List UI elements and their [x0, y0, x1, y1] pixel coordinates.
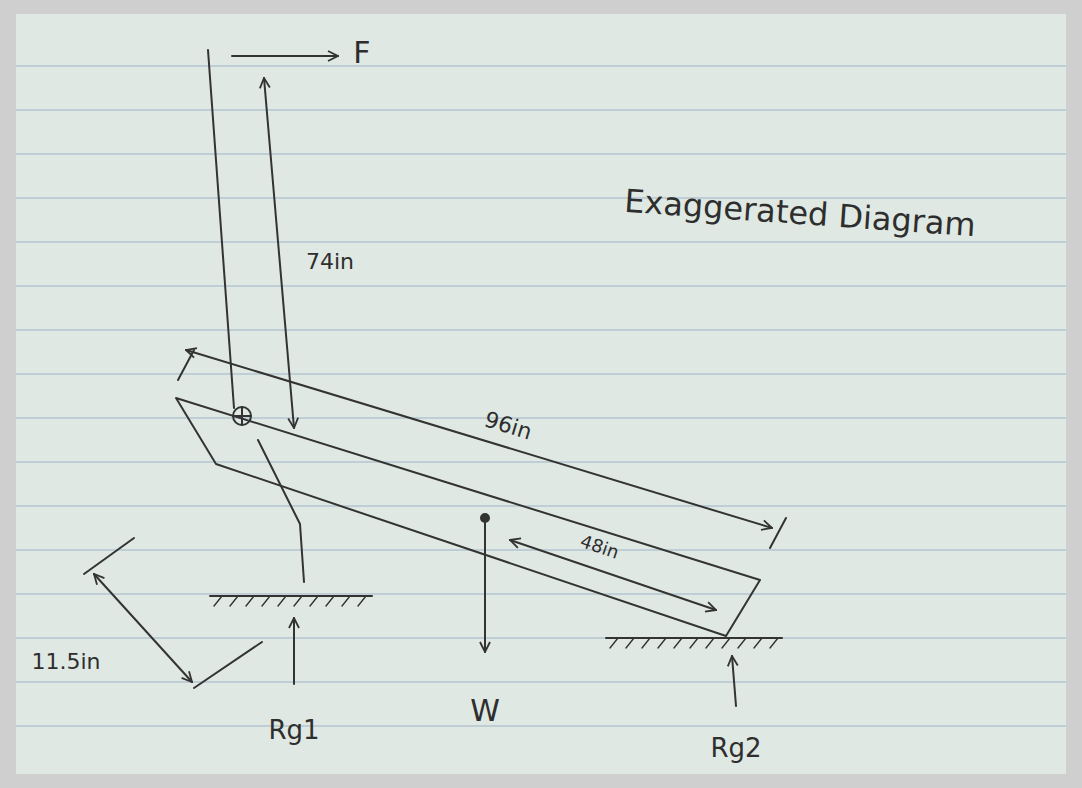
dimension-label: 96in	[481, 407, 534, 444]
hatch-stroke	[642, 638, 650, 648]
ruled-line	[16, 593, 1066, 594]
ground-line	[606, 637, 782, 639]
force-arrow	[232, 55, 338, 57]
ground-hatch	[610, 638, 778, 648]
ruled-line	[16, 461, 1066, 462]
ground-line	[210, 595, 372, 597]
ruled-lines	[16, 66, 1066, 726]
hatch-stroke	[294, 596, 302, 606]
pencil-drawing	[84, 50, 786, 706]
ruled-line	[16, 109, 1066, 110]
hatch-stroke	[214, 596, 222, 606]
ruled-line	[16, 197, 1066, 198]
hatch-stroke	[706, 638, 714, 648]
dimension-line	[186, 350, 772, 528]
reaction-arrow	[293, 618, 295, 684]
hatch-stroke	[262, 596, 270, 606]
hatch-stroke	[246, 596, 254, 606]
hatch-stroke	[310, 596, 318, 606]
hatch-stroke	[342, 596, 350, 606]
beam-outline	[176, 398, 760, 636]
hatch-stroke	[326, 596, 334, 606]
ruled-line	[16, 505, 1066, 506]
reaction-arrow	[732, 656, 736, 706]
extension-line	[194, 642, 262, 688]
hatch-stroke	[770, 638, 778, 648]
extension-line	[84, 538, 134, 574]
ruled-line	[16, 373, 1066, 374]
hatch-stroke	[658, 638, 666, 648]
reaction-label: Rg2	[710, 734, 761, 763]
force-label: F	[353, 36, 370, 69]
ruled-line	[16, 725, 1066, 726]
ruled-line	[16, 153, 1066, 154]
ground-hatch	[214, 596, 366, 606]
pivot-cross	[241, 407, 243, 425]
dimension-line	[94, 574, 192, 682]
diagram-note: Exaggerated Diagram	[623, 184, 977, 244]
dimension-label: 48in	[578, 531, 622, 563]
gravity-dot	[481, 514, 489, 522]
notebook-paper	[16, 14, 1066, 774]
ruled-line	[16, 637, 1066, 638]
dimension-label: 74in	[306, 250, 354, 274]
ruled-line	[16, 417, 1066, 418]
hatch-stroke	[690, 638, 698, 648]
hatch-stroke	[754, 638, 762, 648]
hatch-stroke	[626, 638, 634, 648]
hatch-stroke	[278, 596, 286, 606]
weight-label: W	[470, 694, 500, 727]
dimension-label: 11.5in	[31, 650, 100, 674]
ruled-line	[16, 681, 1066, 682]
ruled-line	[16, 329, 1066, 330]
hatch-stroke	[230, 596, 238, 606]
ruled-line	[16, 65, 1066, 66]
dimension-tick	[770, 518, 786, 548]
hatch-stroke	[358, 596, 366, 606]
ruled-line	[16, 241, 1066, 242]
hatch-stroke	[738, 638, 746, 648]
leg-line	[258, 440, 304, 582]
hatch-stroke	[610, 638, 618, 648]
hatch-stroke	[674, 638, 682, 648]
weight-arrow	[484, 522, 486, 652]
pole-line	[208, 50, 234, 408]
ruled-line	[16, 285, 1066, 286]
reaction-label: Rg1	[268, 716, 319, 745]
hatch-stroke	[722, 638, 730, 648]
dimension-tick	[178, 350, 194, 380]
